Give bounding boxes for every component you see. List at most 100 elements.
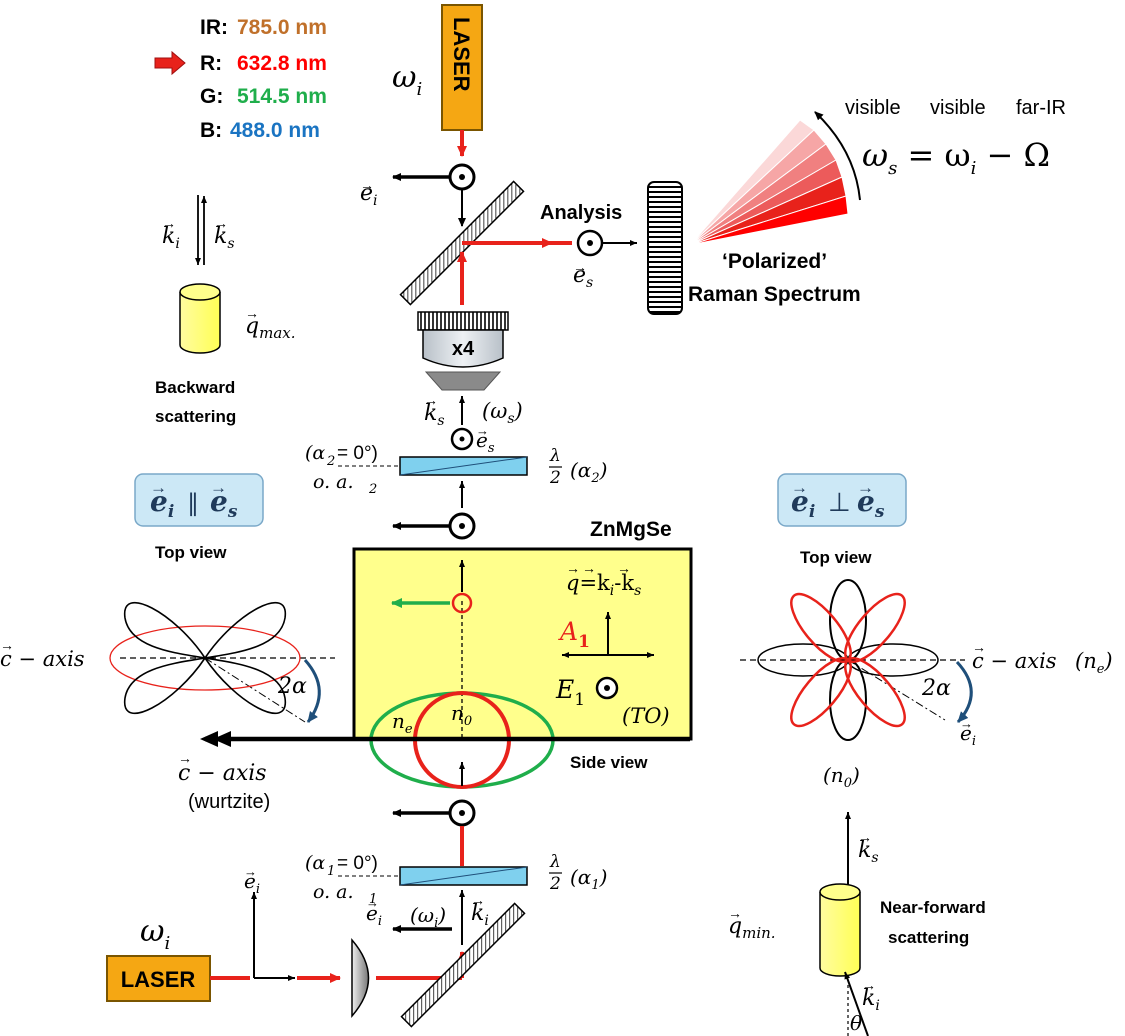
far-ir-label: far-IR (1016, 97, 1066, 119)
svg-text:→: → (960, 716, 973, 731)
b-label: B: (200, 119, 222, 142)
svg-text:(ωs): (ωs) (482, 399, 523, 427)
svg-text:(wurtzite): (wurtzite) (188, 791, 270, 813)
backward-scattering: ki → ks → qmax. → Backward scattering (155, 195, 296, 426)
svg-text:o. a.: o. a. (313, 881, 354, 903)
svg-text:(α1): (α1) (570, 865, 607, 893)
svg-text:→: → (862, 977, 876, 993)
svg-text:1: 1 (327, 864, 335, 879)
ir-label: IR: (200, 16, 228, 39)
svg-text:= 0°): = 0°) (337, 443, 378, 464)
svg-text:→: → (150, 478, 167, 497)
svg-text:A1: A1 (558, 617, 590, 652)
svg-text:(ωi): (ωi) (410, 903, 446, 931)
svg-text:1: 1 (369, 892, 377, 907)
laser-box (441, 4, 483, 131)
svg-text:(n0): (n0) (823, 763, 860, 791)
svg-text:2: 2 (368, 482, 377, 497)
svg-text:θ: θ (850, 1011, 862, 1035)
svg-text:(α: (α (305, 442, 325, 464)
svg-text:c − axis: c − axis (178, 761, 267, 786)
svg-text:E1: E1 (555, 675, 585, 710)
svg-text:∥: ∥ (187, 490, 199, 517)
svg-text:→: → (210, 478, 227, 497)
left-polar-plot: c − axis → 2α (0, 601, 335, 723)
focusing-lens (351, 937, 370, 1019)
svg-text:→: → (214, 215, 228, 231)
spectrum-fan (689, 111, 861, 246)
svg-text:LASER: LASER (121, 967, 196, 992)
svg-text:n0: n0 (451, 701, 472, 729)
b-value: 488.0 nm (230, 119, 320, 142)
svg-text:2: 2 (326, 454, 335, 469)
grating (647, 181, 683, 315)
visible-label-1: visible (845, 97, 901, 119)
sample-label: ZnMgSe (590, 518, 672, 541)
side-view-label: Side view (570, 753, 648, 772)
top-view-left: Top view (155, 543, 227, 562)
objective-label: x4 (452, 338, 475, 360)
polarized-label: ‘Polarized’ (722, 250, 827, 273)
svg-text:λ: λ (549, 852, 561, 872)
omega-i-top: ωi (392, 60, 422, 100)
backward-line1: Backward (155, 378, 235, 397)
near-forward-line1: Near-forward (880, 898, 986, 917)
svg-text:→: → (566, 560, 580, 576)
svg-text:→: → (366, 895, 379, 910)
svg-text:→: → (476, 423, 489, 438)
cylinder-backward (179, 292, 221, 354)
svg-text:→: → (573, 259, 587, 275)
near-forward-line2: scattering (888, 928, 969, 947)
svg-text:(ne): (ne) (1075, 649, 1113, 677)
svg-text:→: → (728, 905, 742, 921)
svg-text:⊥: ⊥ (828, 487, 851, 517)
near-forward-scattering: ks → qmin. → Near-forward scattering ki … (728, 812, 986, 1036)
svg-text:→: → (857, 478, 874, 497)
analysis-label: Analysis (540, 202, 622, 224)
svg-text:qmin.: qmin. (728, 914, 776, 942)
r-label: R: (200, 52, 222, 75)
bottom-laser: LASER ωi ei → ei → (ωi) ki → (106, 864, 526, 1028)
waveplate-top: (α 2 = 0°) o. a. 2 λ 2 (α2) (305, 442, 607, 497)
svg-text:c − axis: c − axis (972, 649, 1057, 673)
svg-text:→: → (582, 560, 596, 576)
svg-text:→: → (858, 829, 872, 845)
svg-text:→: → (972, 639, 986, 655)
svg-text:o. a.: o. a. (313, 471, 354, 493)
svg-text:ωi: ωi (140, 914, 170, 954)
svg-text:→: → (244, 864, 257, 879)
raman-equation: ωs = ωi − Ω (862, 136, 1050, 179)
visible-label-2: visible (930, 97, 986, 119)
svg-text:c − axis: c − axis (0, 647, 85, 671)
svg-text:→: → (245, 305, 259, 321)
g-label: G: (200, 85, 223, 108)
r-value: 632.8 nm (237, 52, 327, 75)
g-value: 514.5 nm (237, 85, 327, 108)
svg-text:2α: 2α (277, 674, 307, 699)
svg-text:→: → (471, 892, 485, 908)
wavelength-legend: IR: 785.0 nm R: 632.8 nm G: 514.5 nm B: … (154, 16, 327, 142)
badge-perp: ei → ⊥ es → (777, 473, 907, 527)
top-view-right: Top view (800, 548, 872, 567)
svg-text:(α2): (α2) (570, 458, 607, 486)
svg-text:2: 2 (549, 468, 561, 488)
sample-box: ZnMgSe q=ki-ks → → → A1 E1 (TO) ne n0 Si… (352, 518, 693, 789)
svg-text:ne: ne (392, 709, 413, 737)
svg-text:→: → (178, 750, 192, 766)
svg-text:→: → (360, 177, 374, 193)
backward-line2: scattering (155, 407, 236, 426)
laser-label: LASER (449, 17, 474, 92)
svg-text:(TO): (TO) (622, 704, 670, 728)
svg-text:= 0°): = 0°) (337, 853, 378, 874)
objective-lens: x4 (417, 311, 509, 391)
right-polar-plot: c − axis → (ne) 2α ei → (n0) (740, 579, 1113, 791)
svg-text:→: → (162, 215, 176, 231)
top-laser: LASER ωi (392, 4, 483, 157)
raman-spectrum-label: Raman Spectrum (688, 283, 861, 306)
badge-parallel: ei → ∥ es → (134, 473, 264, 527)
svg-text:→: → (617, 560, 631, 576)
svg-text:→: → (424, 392, 438, 408)
waveplate-bottom: (α 1 = 0°) o. a. 1 λ 2 (α1) (305, 852, 607, 907)
svg-text:2: 2 (549, 874, 561, 894)
